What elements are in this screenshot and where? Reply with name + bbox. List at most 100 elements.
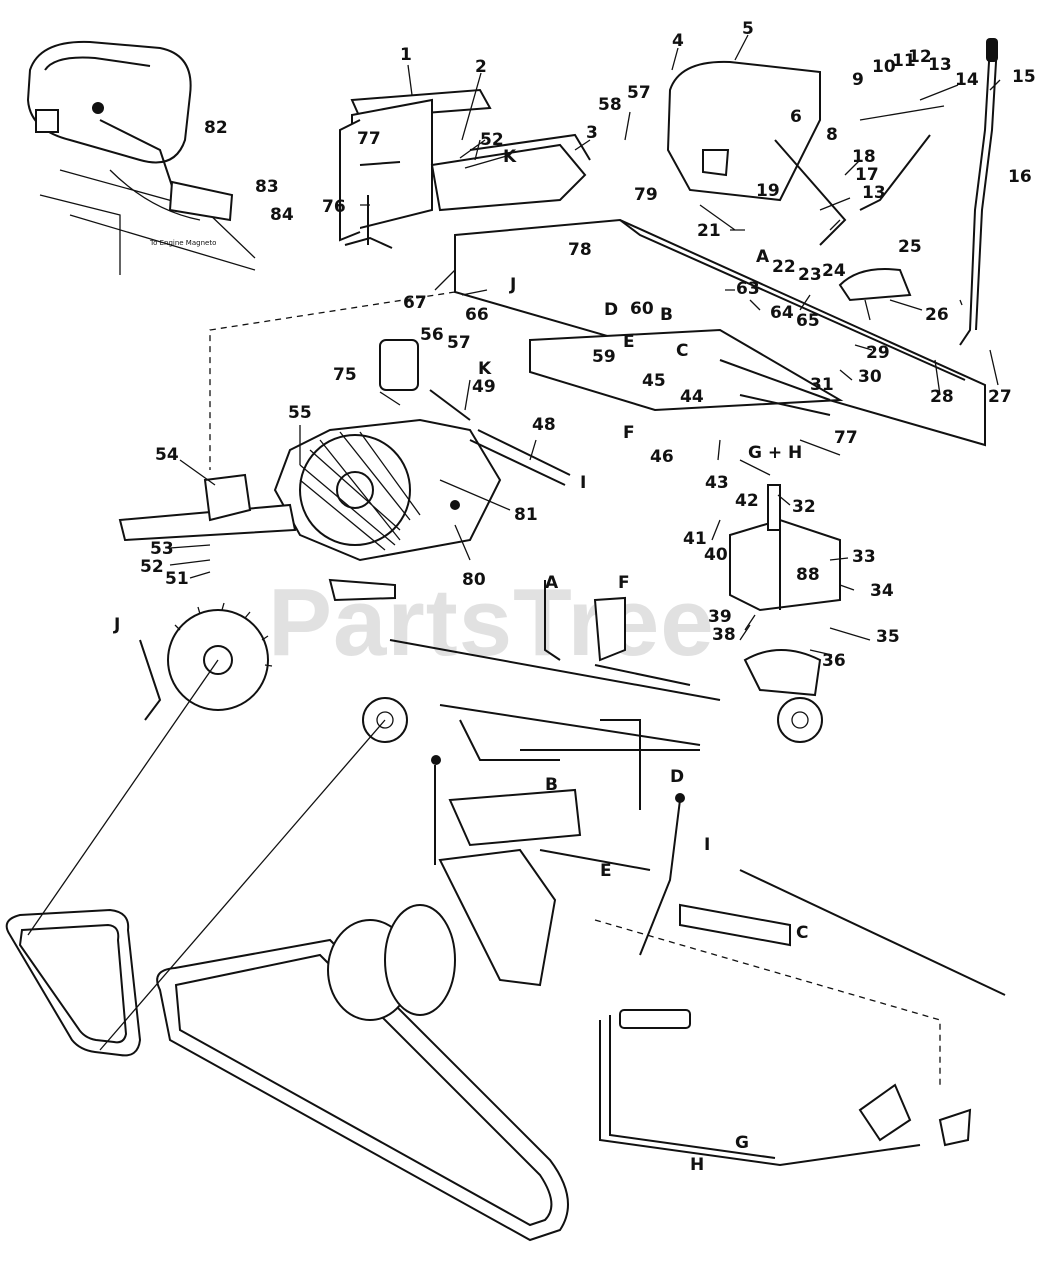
letter-j-low: J: [113, 615, 120, 635]
callout-52a: 52: [140, 557, 164, 577]
drive-belts: [5, 659, 569, 1242]
callout-31: 31: [810, 375, 834, 395]
lower-brackets: [438, 788, 651, 987]
callout-57b: 57: [627, 83, 651, 103]
letter-f-top: F: [623, 423, 635, 443]
letter-k-top: K: [503, 147, 517, 167]
callout-30: 30: [858, 367, 882, 387]
letter-gh: G + H: [748, 443, 802, 463]
connection-letters: A A B B C C D D E E F F G G + H H I I J …: [113, 147, 808, 1175]
callout-13b: 13: [862, 183, 886, 203]
callout-59: 59: [592, 347, 616, 367]
callout-4: 4: [672, 31, 684, 51]
callout-2: 2: [475, 57, 487, 77]
callout-33: 33: [852, 547, 876, 567]
letter-d-top: D: [604, 300, 618, 320]
callout-28: 28: [930, 387, 954, 407]
watermark: PartsTree: [268, 569, 715, 676]
callout-27: 27: [988, 387, 1012, 407]
letter-j-top: J: [509, 275, 516, 295]
callout-17: 17: [855, 165, 879, 185]
transaxle: [118, 339, 571, 602]
callout-22: 22: [772, 257, 796, 277]
callout-42: 42: [735, 491, 759, 511]
callout-81: 81: [514, 505, 538, 525]
callout-19: 19: [756, 181, 780, 201]
letter-a-top: A: [756, 247, 770, 267]
callout-52b: 52: [480, 130, 504, 150]
callout-54: 54: [155, 445, 179, 465]
callout-43: 43: [705, 473, 729, 493]
callout-55: 55: [288, 403, 312, 423]
letter-g-low: G: [735, 1133, 749, 1153]
letter-f-mid: F: [618, 573, 630, 593]
letter-e-low: E: [600, 861, 612, 881]
callout-83: 83: [255, 177, 279, 197]
callout-80: 80: [462, 570, 486, 590]
callout-66: 66: [465, 305, 489, 325]
callout-76: 76: [322, 197, 346, 217]
callout-10: 10: [872, 57, 896, 77]
control-levers: [666, 38, 998, 346]
callout-13a: 13: [928, 55, 952, 75]
letter-c-top: C: [676, 341, 688, 361]
callout-49: 49: [472, 377, 496, 397]
callout-16: 16: [1008, 167, 1032, 187]
callout-78: 78: [568, 240, 592, 260]
letter-a-mid: A: [545, 573, 559, 593]
callout-56: 56: [420, 325, 444, 345]
letter-c-low: C: [796, 923, 808, 943]
callout-8: 8: [826, 125, 838, 145]
seat-bracket-assembly: [339, 88, 591, 249]
callout-1: 1: [400, 45, 412, 65]
pulley-bracket: [729, 484, 841, 743]
callout-32: 32: [792, 497, 816, 517]
callout-23: 23: [798, 265, 822, 285]
callout-12: 12: [908, 47, 932, 67]
callout-35: 35: [876, 627, 900, 647]
callout-5: 5: [742, 19, 754, 39]
callout-65: 65: [796, 311, 820, 331]
letter-h-low: H: [690, 1155, 704, 1175]
engine-note: To Engine Magneto: [149, 239, 216, 247]
callout-88: 88: [796, 565, 820, 585]
callout-39: 39: [708, 607, 732, 627]
pedal-assembly: [594, 869, 1006, 1167]
callout-18: 18: [852, 147, 876, 167]
callout-41: 41: [683, 529, 707, 549]
letter-e-top: E: [623, 332, 635, 352]
callout-77a: 77: [357, 129, 381, 149]
part-callouts: 1 2 3 4 5 6 8 9 10 11 12 13 13 14 15 16 …: [140, 19, 1036, 671]
callout-63: 63: [736, 279, 760, 299]
callout-46: 46: [650, 447, 674, 467]
callout-34: 34: [870, 581, 894, 601]
callout-21: 21: [697, 221, 721, 241]
callout-84: 84: [270, 205, 294, 225]
callout-9: 9: [852, 70, 864, 90]
callout-58: 58: [598, 95, 622, 115]
callout-26: 26: [925, 305, 949, 325]
callout-53: 53: [150, 539, 174, 559]
callout-11: 11: [892, 51, 916, 71]
callout-44: 44: [680, 387, 704, 407]
callout-15: 15: [1012, 67, 1036, 87]
callout-75: 75: [333, 365, 357, 385]
letter-k-mid: K: [478, 359, 492, 379]
letter-i-low: I: [704, 835, 710, 855]
callout-45: 45: [642, 371, 666, 391]
callout-57a: 57: [447, 333, 471, 353]
callout-36: 36: [822, 651, 846, 671]
callout-60: 60: [630, 299, 654, 319]
callout-24: 24: [822, 261, 846, 281]
callout-25: 25: [898, 237, 922, 257]
magneto-inset: To Engine Magneto: [26, 40, 256, 275]
callout-48: 48: [532, 415, 556, 435]
leader-lines: [169, 34, 1001, 656]
frame-plate: [209, 218, 986, 470]
letter-i-top: I: [580, 473, 586, 493]
letter-d-low: D: [670, 767, 684, 787]
callout-79: 79: [634, 185, 658, 205]
callout-29: 29: [866, 343, 890, 363]
callout-77b: 77: [834, 428, 858, 448]
